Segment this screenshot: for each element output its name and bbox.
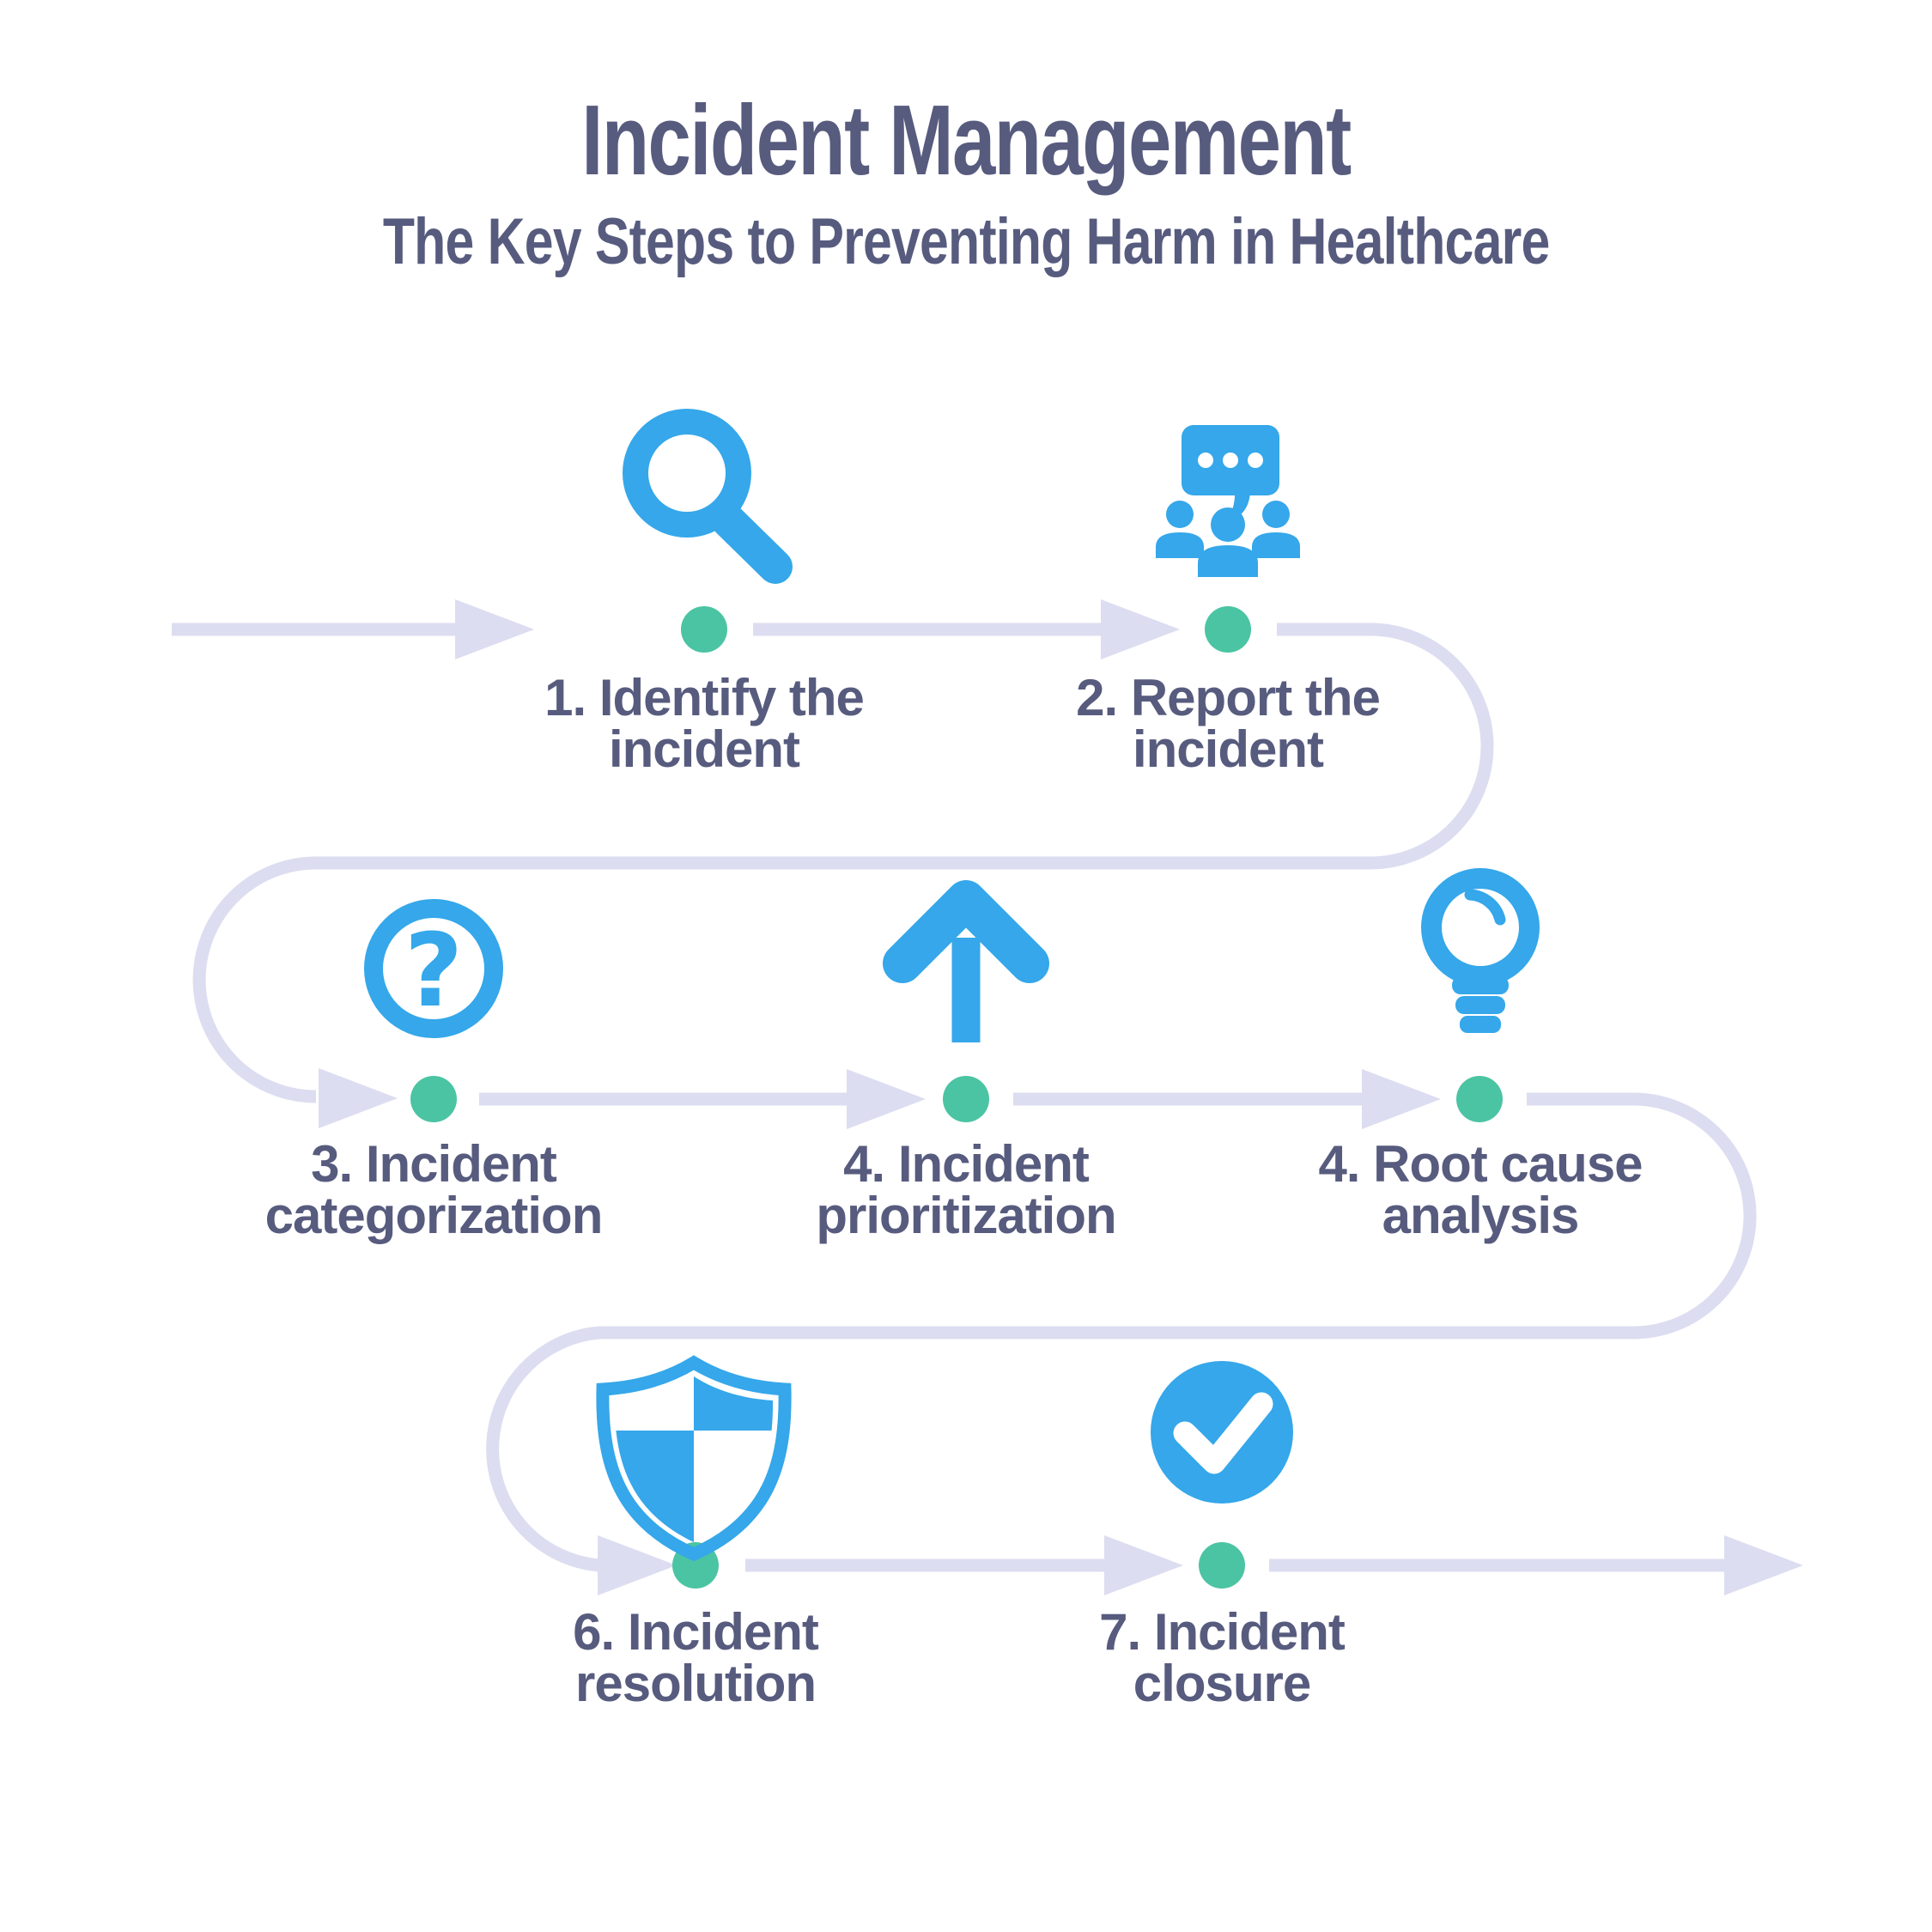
step-label-1: 1. Identify the incident [544, 669, 865, 778]
arrowheads [319, 599, 1803, 1595]
step-label-2: 2. Report the incident [1076, 669, 1381, 778]
arrowhead-icon [1104, 1535, 1183, 1595]
shield-icon [596, 1355, 792, 1562]
arrowhead-icon [1362, 1069, 1441, 1129]
page-subtitle: The Key Steps to Preventing Harm in Heal… [382, 205, 1550, 278]
question-mark-icon: ? [364, 899, 503, 1038]
step-label-3: 3. Incident categorization [264, 1135, 604, 1244]
arrowhead-icon [1724, 1535, 1803, 1595]
step-dot-5 [1456, 1076, 1503, 1122]
step-dots [410, 606, 1503, 1589]
step-label-7: 7. Incident closure [1099, 1603, 1346, 1712]
lightbulb-icon [1421, 868, 1540, 1033]
step-label-6: 6. Incident resolution [573, 1603, 819, 1712]
step-label-line: 4. Incident [843, 1135, 1090, 1193]
step-dot-4 [943, 1076, 989, 1122]
step-dot-3 [410, 1076, 457, 1122]
step-label-4: 4. Incident prioritization [816, 1135, 1116, 1244]
step-label-line: categorization [264, 1187, 604, 1244]
step-dot-2 [1205, 606, 1251, 653]
step-label-line: closure [1133, 1655, 1311, 1712]
arrowhead-icon [455, 599, 534, 659]
connector-u-turn-right-then-left [192, 623, 1494, 1103]
step-label-line: 7. Incident [1099, 1603, 1346, 1661]
step-label-line: 1. Identify the [544, 669, 865, 726]
arrowhead-icon [598, 1535, 677, 1595]
step-label-line: prioritization [816, 1187, 1116, 1244]
step-label-line: incident [608, 720, 800, 778]
step-dot-7 [1199, 1542, 1245, 1589]
svg-text:?: ? [404, 911, 463, 1030]
step-label-line: 6. Incident [573, 1603, 819, 1661]
step-label-line: 4. Root cause [1318, 1135, 1643, 1193]
step-label-line: resolution [574, 1655, 817, 1712]
connector-u-turn-right-then-left [486, 1092, 1757, 1572]
magnifier-icon [623, 409, 793, 584]
group-discussion-icon [1156, 425, 1300, 577]
arrowhead-icon [847, 1069, 926, 1129]
up-arrow-icon [883, 880, 1049, 1042]
check-circle-icon [1151, 1361, 1293, 1504]
step-dot-1 [681, 606, 727, 653]
arrowhead-icon [319, 1068, 398, 1128]
connector-lines [172, 623, 1757, 1572]
page-title: Incident Management [581, 84, 1352, 196]
step-label-line: analysis [1382, 1187, 1580, 1244]
step-label-line: incident [1132, 720, 1324, 778]
step-label-line: 2. Report the [1076, 669, 1381, 726]
arrowhead-icon [1101, 599, 1180, 659]
step-label-5: 4. Root cause analysis [1318, 1135, 1643, 1244]
step-label-line: 3. Incident [311, 1135, 557, 1193]
